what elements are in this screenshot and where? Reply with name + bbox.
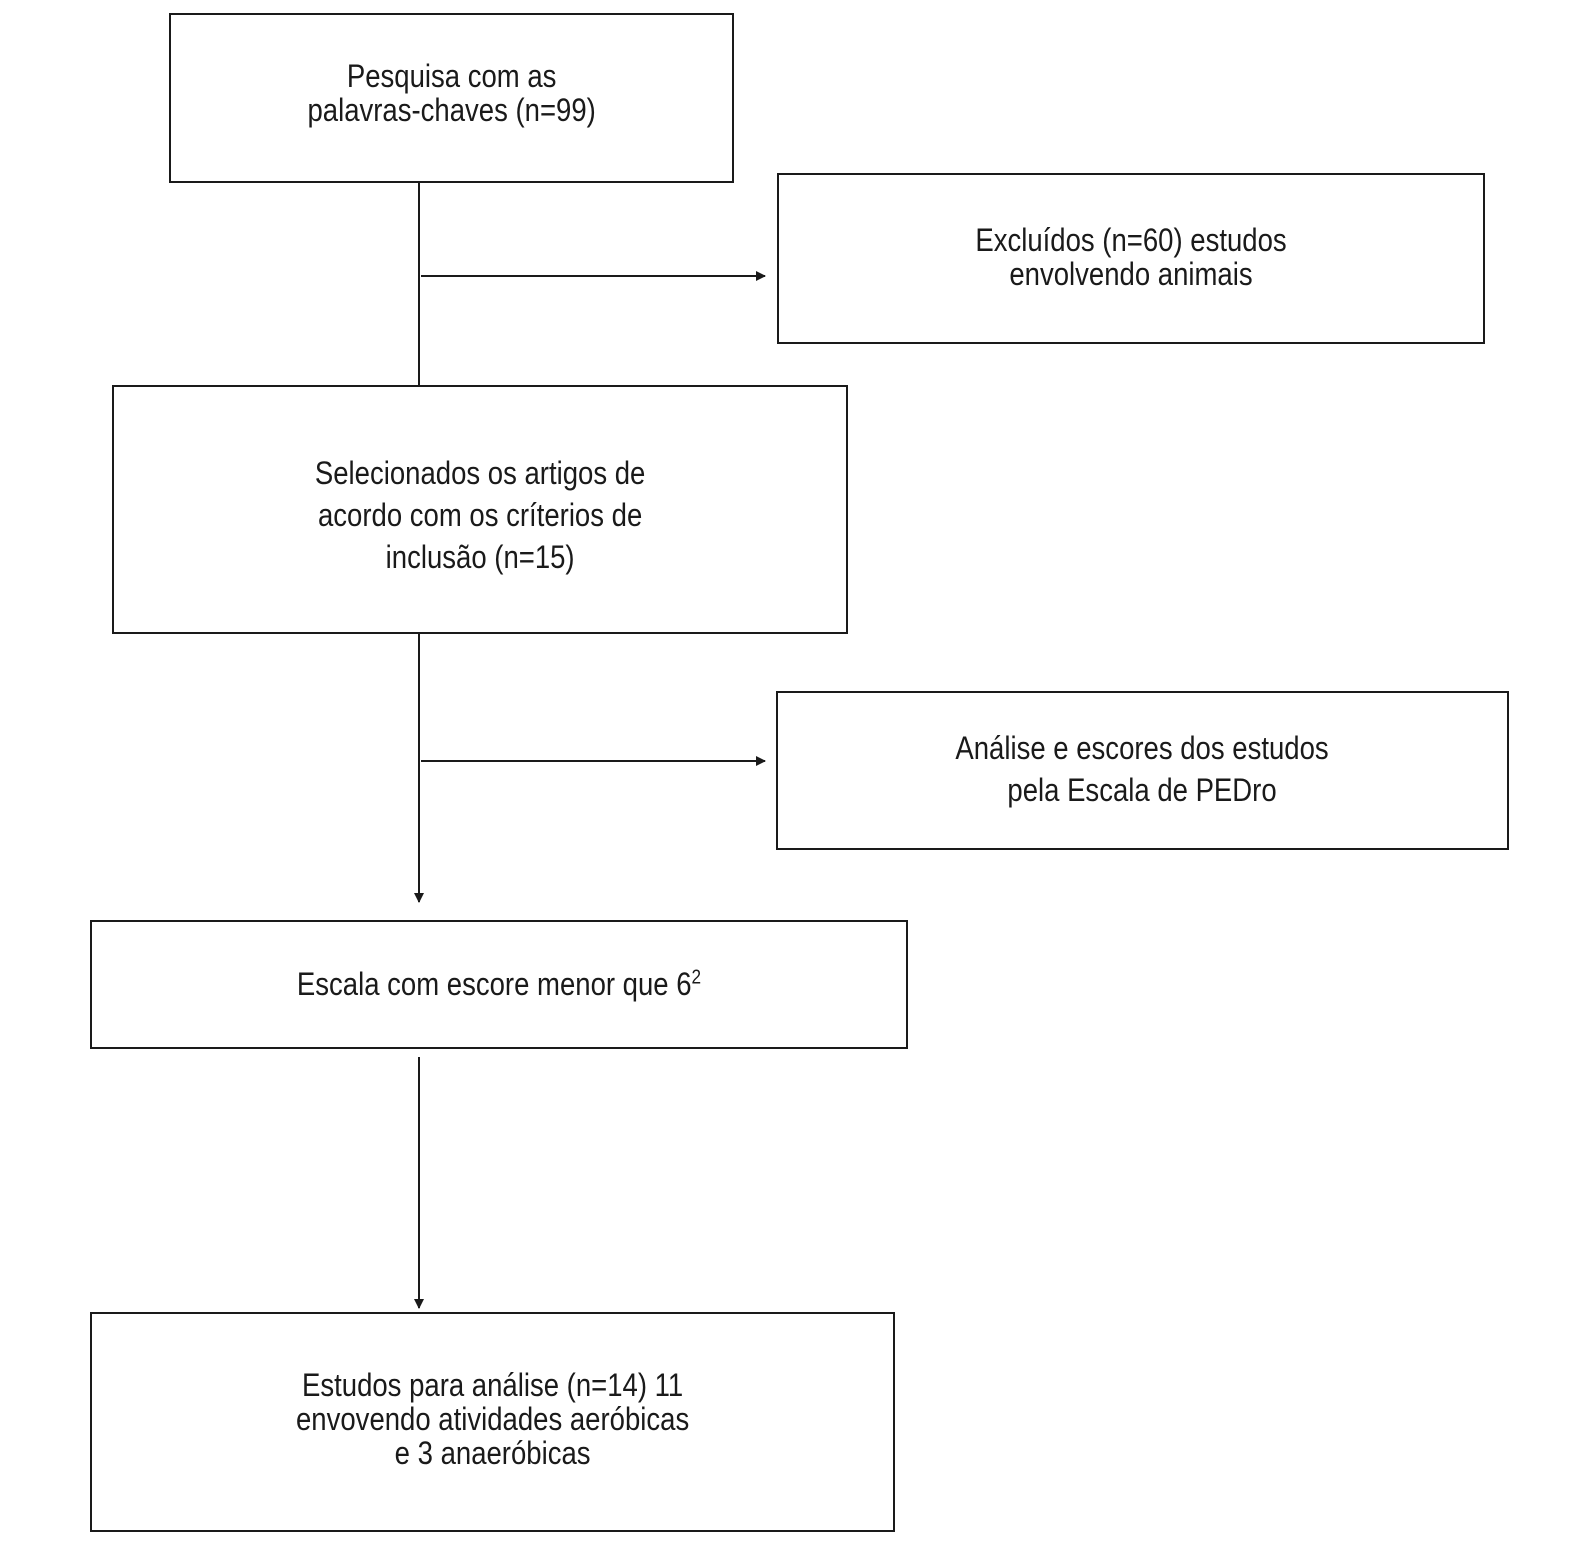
scale-text: Escala com escore menor que 6 (296, 965, 692, 1002)
selected-line-1: Selecionados os artigos de (314, 454, 646, 491)
pedro-analysis-text: Análise e escores dos estudos pela Escal… (956, 727, 1329, 811)
low-score-scale-box: Escala com escore menor que 62 (90, 920, 908, 1049)
search-line-2: palavras-chaves (n=99) (307, 92, 596, 128)
selected-line-2: acordo com os críterios de (317, 496, 643, 533)
pedro-analysis-box: Análise e escores dos estudos pela Escal… (776, 691, 1509, 850)
selected-articles-text: Selecionados os artigos de acordo com os… (315, 452, 645, 578)
final-studies-box: Estudos para análise (n=14) 11 envovendo… (90, 1312, 895, 1532)
low-score-scale-text: Escala com escore menor que 62 (297, 967, 701, 1001)
excluded-studies-box: Excluídos (n=60) estudos envolvendo anim… (777, 173, 1485, 344)
final-line-1: Estudos para análise (n=14) 11 (301, 1367, 684, 1403)
search-keywords-text: Pesquisa com as palavras-chaves (n=99) (307, 59, 595, 127)
selected-line-3: inclusão (n=15) (385, 538, 575, 575)
final-line-3: e 3 anaeróbicas (394, 1435, 591, 1471)
pedro-line-1: Análise e escores dos estudos (955, 729, 1330, 766)
selected-articles-box: Selecionados os artigos de acordo com os… (112, 385, 848, 634)
final-line-2: envovendo atividades aeróbicas (295, 1401, 690, 1437)
search-line-1: Pesquisa com as (346, 58, 557, 94)
excluded-line-1: Excluídos (n=60) estudos (975, 222, 1287, 258)
excluded-studies-text: Excluídos (n=60) estudos envolvendo anim… (975, 223, 1286, 291)
excluded-line-2: envolvendo animais (1009, 256, 1253, 292)
final-studies-text: Estudos para análise (n=14) 11 envovendo… (296, 1368, 689, 1470)
pedro-line-2: pela Escala de PEDro (1007, 771, 1278, 808)
scale-superscript: 2 (691, 965, 702, 988)
search-keywords-box: Pesquisa com as palavras-chaves (n=99) (169, 13, 734, 183)
